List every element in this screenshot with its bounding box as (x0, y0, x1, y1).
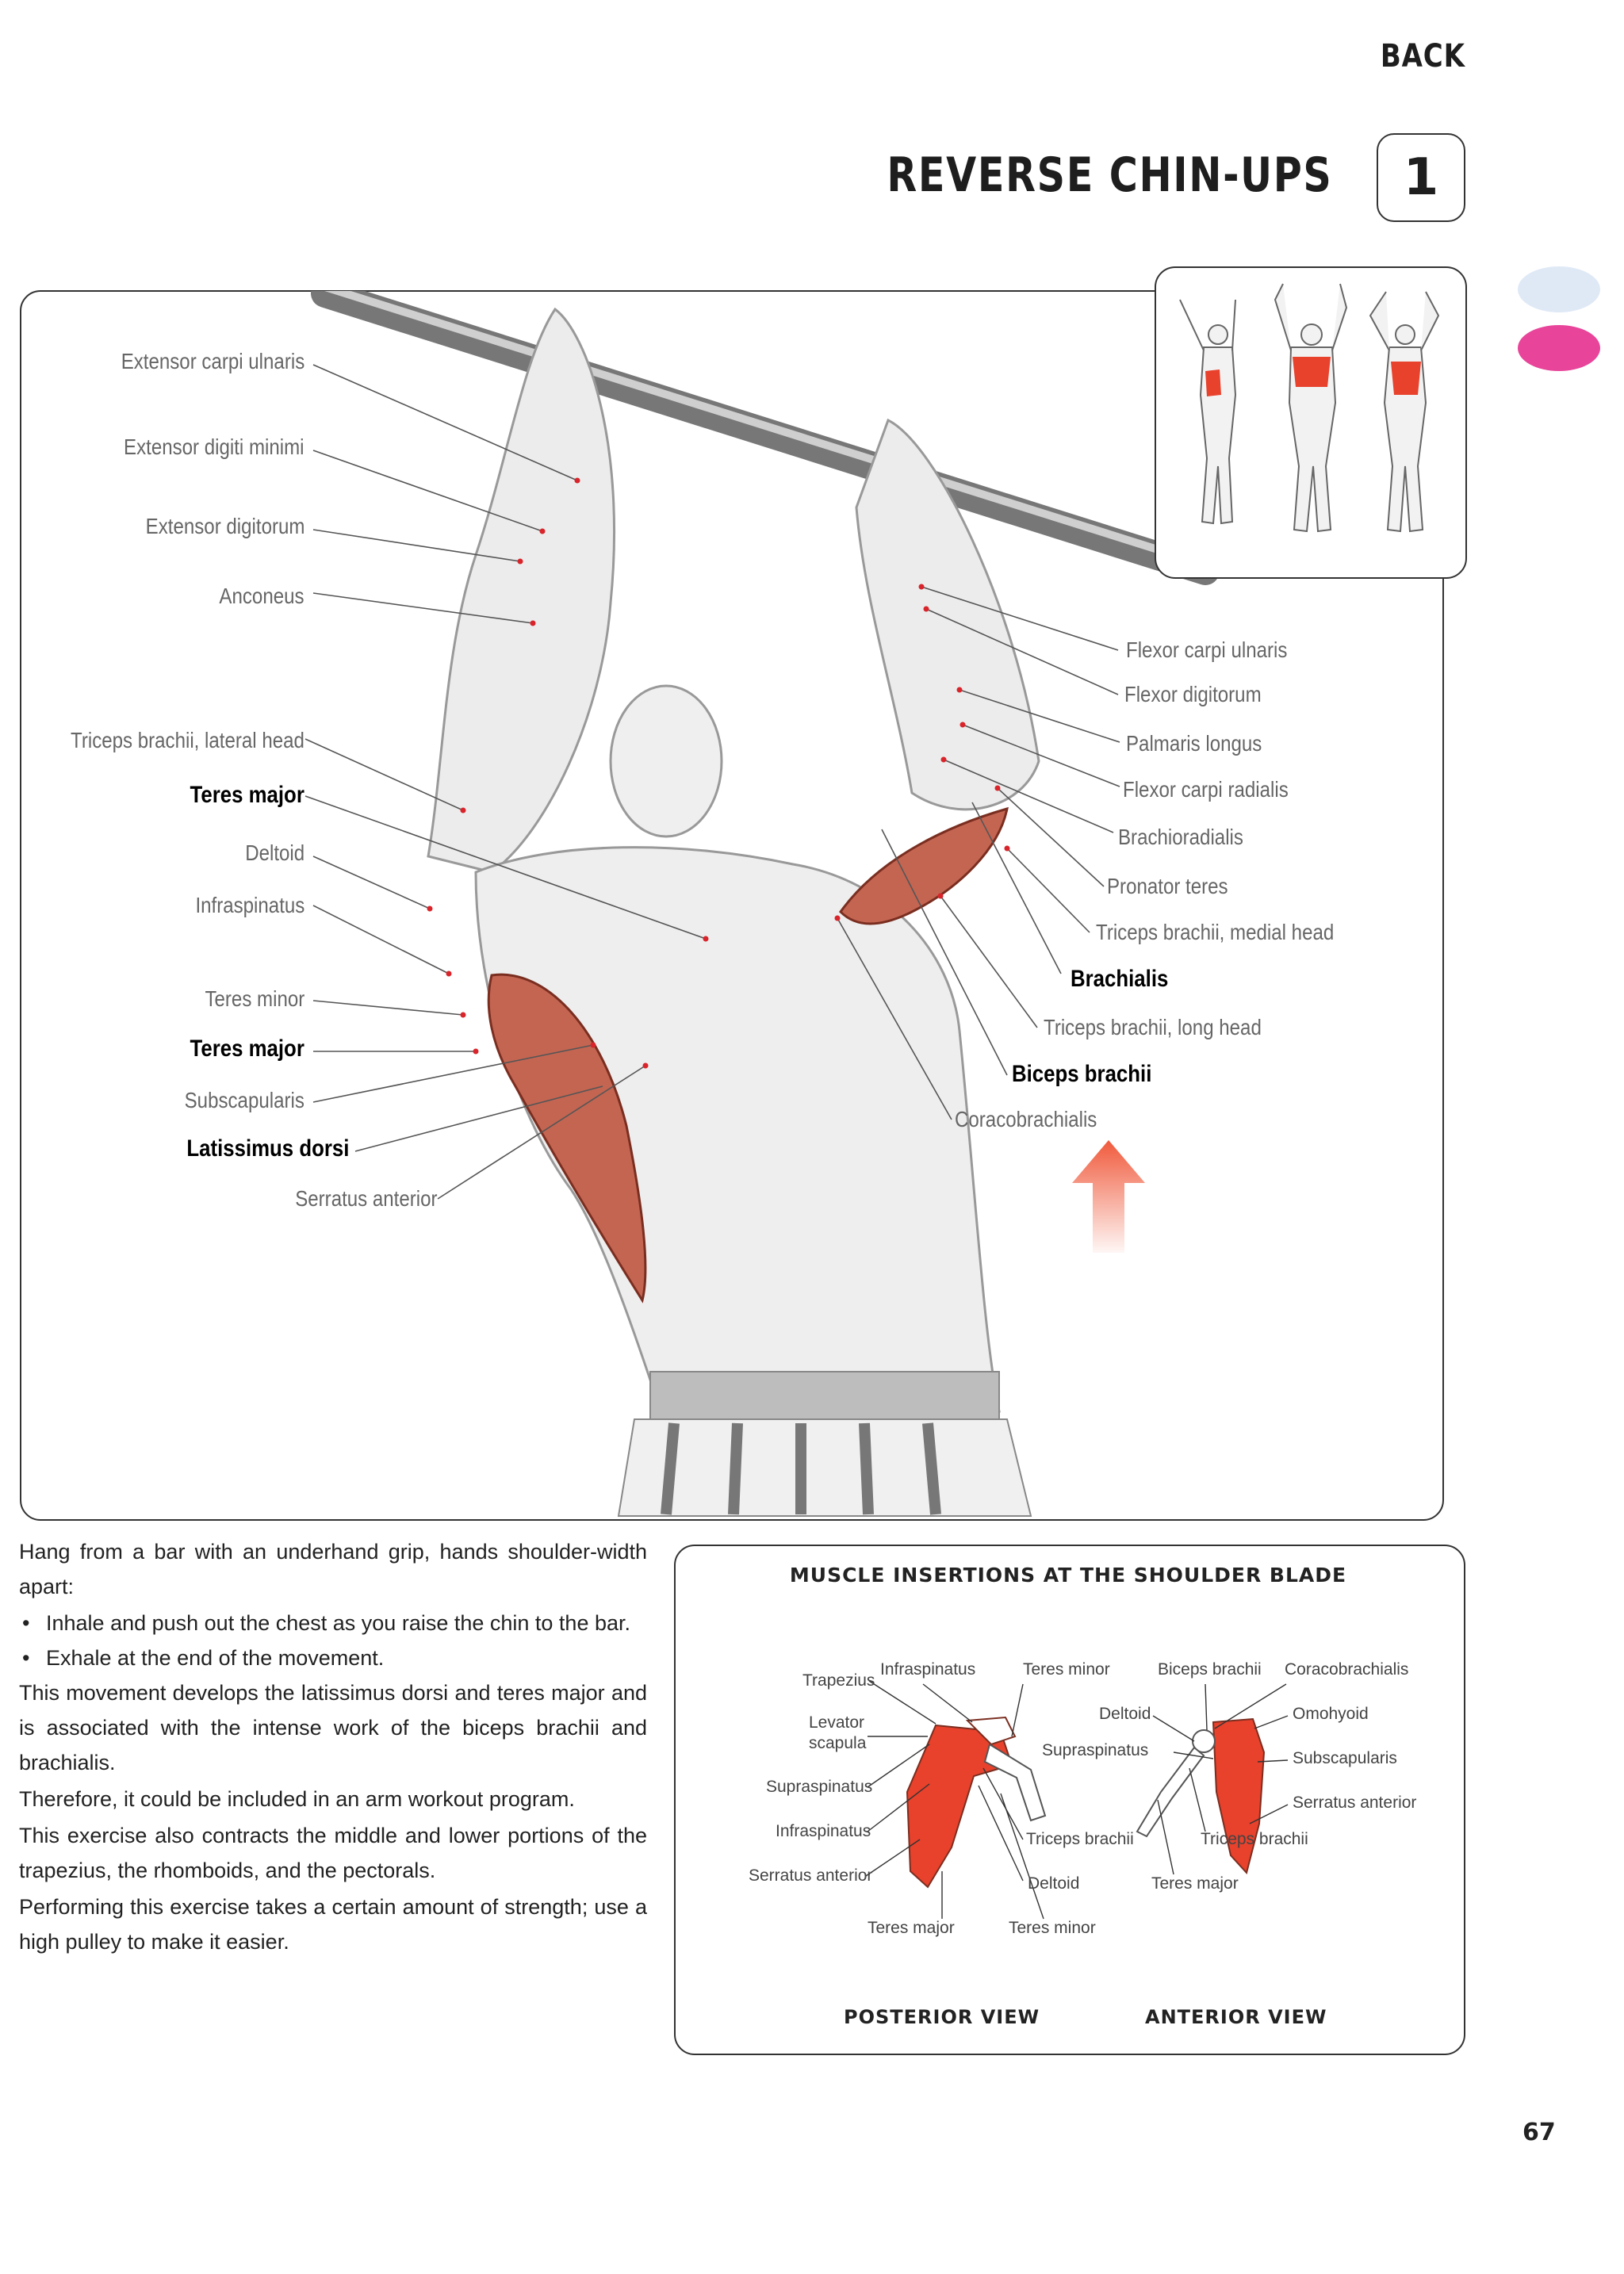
target-muscles-thumbnail (1155, 266, 1467, 579)
description-paragraph: Therefore, it could be included in an ar… (19, 1787, 575, 1811)
label-subscapularis: Subscapularis (184, 1088, 304, 1112)
inset-label-teres-minor-top: Teres minor (1023, 1660, 1110, 1679)
chinup-figure-illustration (304, 291, 1220, 1517)
label-serratus-anterior: Serratus anterior (295, 1186, 438, 1211)
description-step: Exhale at the end of the movement. (19, 1640, 647, 1675)
inset-label-serratus-anterior-anterior: Serratus anterior (1293, 1794, 1417, 1812)
inset-label-trapezius: Trapezius (802, 1671, 875, 1690)
label-extensor-carpi-ulnaris: Extensor carpi ulnaris (121, 349, 304, 373)
inset-label-deltoid: Deltoid (1028, 1874, 1080, 1893)
inset-label-levator-scapula: Levator scapula (809, 1713, 867, 1752)
inset-label-teres-major: Teres major (868, 1919, 955, 1937)
inset-label-biceps-brachii: Biceps brachii (1158, 1660, 1262, 1679)
label-brachialis: Brachialis (1071, 966, 1169, 992)
label-biceps-brachii: Biceps brachii (1012, 1061, 1152, 1087)
label-coracobrachialis: Coracobrachialis (955, 1107, 1097, 1131)
label-triceps-medial-head: Triceps brachii, medial head (1096, 920, 1335, 944)
label-teres-major-upper: Teres major (190, 782, 304, 808)
label-extensor-digiti-minimi: Extensor digiti minimi (124, 435, 304, 459)
inset-label-omohyoid: Omohyoid (1293, 1705, 1369, 1723)
exercise-title: REVERSE CHIN-UPS (886, 147, 1332, 203)
posterior-view-label: POSTERIOR VIEW (844, 2006, 1040, 2028)
tab-marker-blue-icon (1518, 266, 1600, 312)
description-steps: Inhale and push out the chest as you rai… (19, 1606, 647, 1675)
label-infraspinatus: Infraspinatus (195, 893, 304, 917)
page-number: 67 (1522, 2119, 1556, 2146)
label-latissimus-dorsi: Latissimus dorsi (186, 1135, 349, 1162)
description-paragraph: Performing this exercise takes a certain… (19, 1895, 647, 1954)
label-extensor-digitorum: Extensor digitorum (145, 514, 304, 538)
description-step: Inhale and push out the chest as you rai… (19, 1606, 647, 1640)
description-paragraph: This exercise also contracts the middle … (19, 1824, 647, 1882)
label-anconeus: Anconeus (219, 584, 304, 608)
anterior-view-label: ANTERIOR VIEW (1145, 2006, 1327, 2028)
shoulder-blade-diagram (865, 1680, 1289, 1920)
inset-label-infraspinatus: Infraspinatus (776, 1822, 871, 1840)
exercise-number: 1 (1403, 148, 1439, 207)
label-pronator-teres: Pronator teres (1107, 874, 1228, 898)
target-muscles-figures-illustration (1179, 283, 1440, 533)
label-teres-minor: Teres minor (205, 986, 304, 1011)
label-flexor-carpi-ulnaris: Flexor carpi ulnaris (1126, 637, 1288, 662)
label-flexor-digitorum: Flexor digitorum (1124, 682, 1262, 706)
tab-marker-magenta-icon (1518, 325, 1600, 371)
label-palmaris-longus: Palmaris longus (1126, 731, 1262, 756)
inset-label-teres-minor: Teres minor (1009, 1919, 1096, 1937)
label-flexor-carpi-radialis: Flexor carpi radialis (1123, 777, 1289, 802)
inset-label-deltoid-anterior: Deltoid (1099, 1705, 1151, 1723)
inset-title: MUSCLE INSERTIONS AT THE SHOULDER BLADE (789, 1564, 1347, 1587)
exercise-description: Hang from a bar with an underhand grip, … (19, 1534, 647, 1961)
inset-label-infraspinatus-top: Infraspinatus (880, 1660, 976, 1679)
inset-label-subscapularis: Subscapularis (1293, 1749, 1397, 1767)
label-brachioradialis: Brachioradialis (1118, 825, 1243, 849)
description-intro: Hang from a bar with an underhand grip, … (19, 1540, 647, 1598)
label-triceps-lateral-head: Triceps brachii, lateral head (71, 728, 304, 752)
inset-label-coracobrachialis: Coracobrachialis (1285, 1660, 1409, 1679)
label-teres-major-lower: Teres major (190, 1036, 304, 1062)
inset-label-supraspinatus-anterior: Supraspinatus (1042, 1741, 1149, 1759)
section-label: BACK (1381, 38, 1465, 75)
description-paragraph: This movement develops the latissimus do… (19, 1681, 647, 1774)
exercise-number-badge: 1 (1377, 133, 1465, 222)
movement-arrow-icon (1072, 1140, 1145, 1253)
muscle-insertions-inset (674, 1545, 1465, 2055)
inset-label-triceps-brachii: Triceps brachii (1026, 1830, 1134, 1848)
label-deltoid: Deltoid (245, 840, 304, 865)
label-triceps-long-head: Triceps brachii, long head (1044, 1015, 1262, 1039)
inset-label-serratus-anterior: Serratus anterior (749, 1866, 873, 1885)
inset-label-supraspinatus: Supraspinatus (766, 1778, 873, 1796)
inset-label-triceps-brachii-anterior: Triceps brachii (1201, 1830, 1308, 1848)
inset-label-teres-major-anterior: Teres major (1151, 1874, 1239, 1893)
